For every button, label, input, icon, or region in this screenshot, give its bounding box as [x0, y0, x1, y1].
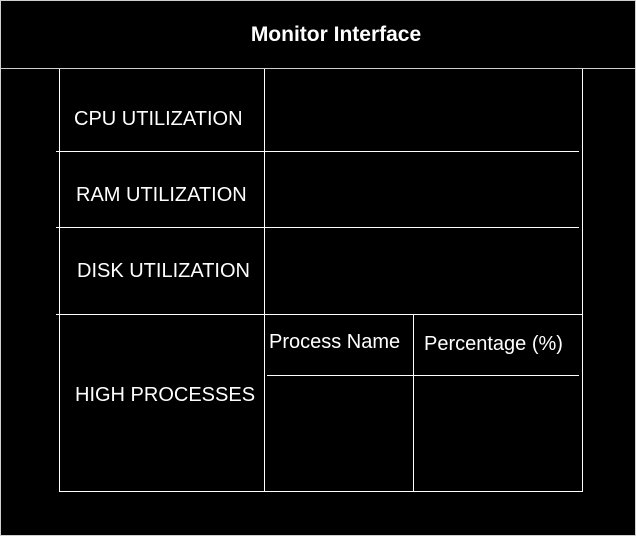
- table-border-right: [582, 69, 583, 492]
- percentage-cell: [415, 377, 581, 490]
- disk-utilization-value: [266, 229, 580, 313]
- high-processes-label: HIGH PROCESSES: [75, 384, 256, 406]
- percentage-header: Percentage (%): [424, 333, 563, 355]
- table-row-divider-disk: [56, 314, 583, 315]
- cpu-utilization-value: [266, 70, 580, 150]
- table-row-divider-cpu: [56, 151, 579, 152]
- title-bar: Monitor Interface: [1, 1, 635, 69]
- table-border-left: [59, 69, 60, 492]
- process-column-divider: [413, 314, 414, 492]
- table-column-divider: [264, 69, 265, 492]
- ram-utilization-value: [266, 153, 580, 226]
- process-name-cell: [266, 377, 412, 490]
- ram-utilization-label: RAM UTILIZATION: [76, 184, 247, 206]
- cpu-utilization-label: CPU UTILIZATION: [74, 108, 243, 130]
- process-name-header: Process Name: [269, 331, 401, 353]
- process-header-divider: [267, 375, 579, 376]
- table-border-bottom: [59, 491, 583, 492]
- disk-utilization-label: DISK UTILIZATION: [77, 260, 250, 282]
- window-title: Monitor Interface: [250, 23, 422, 46]
- table-row-divider-ram: [56, 227, 579, 228]
